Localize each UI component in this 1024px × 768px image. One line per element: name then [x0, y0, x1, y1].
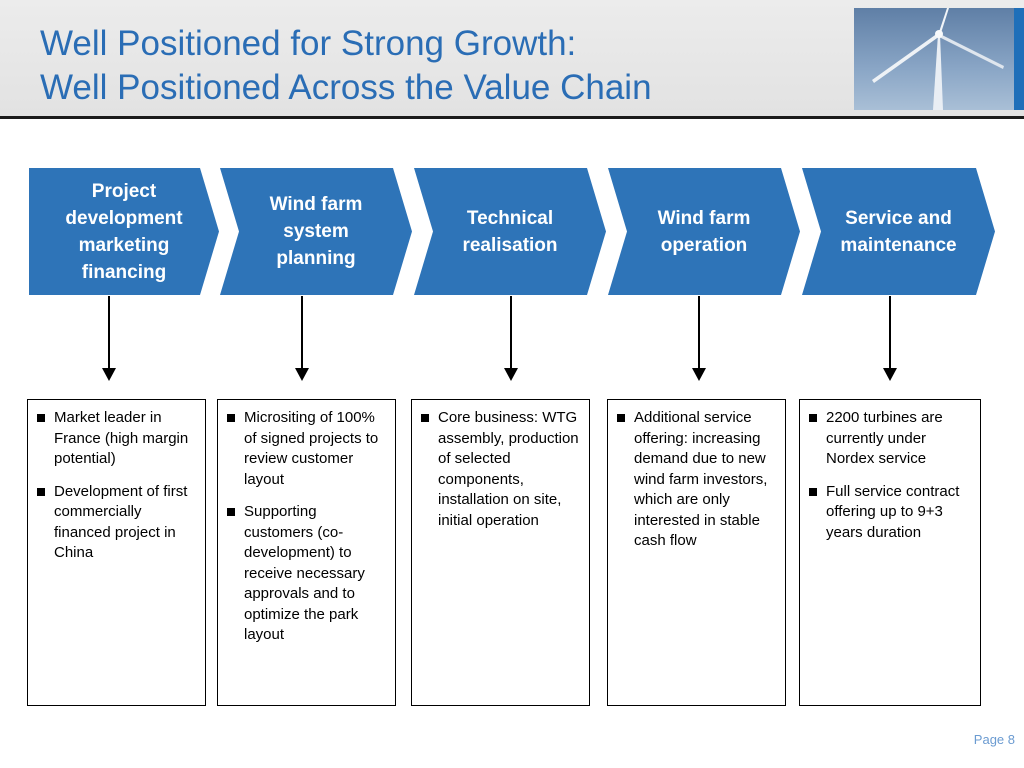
- bullet-text: Additional service offering: increasing …: [634, 409, 768, 549]
- list-item: Development of first commercially financ…: [35, 482, 195, 564]
- step-technical-realisation: Technical realisation: [414, 168, 606, 295]
- list-item: Market leader in France (high margin pot…: [35, 408, 195, 470]
- step-label-line: operation: [660, 234, 748, 256]
- header-accent-bar: [1014, 8, 1024, 110]
- bullet-text: Micrositing of 100% of signed projects t…: [244, 409, 379, 488]
- square-bullet-icon: [617, 414, 625, 422]
- detail-box-wind-farm-operation: Additional service offering: increasing …: [607, 399, 786, 706]
- down-arrow-icon: [692, 296, 706, 384]
- square-bullet-icon: [809, 414, 817, 422]
- step-label: Technical realisation: [462, 205, 557, 259]
- list-item: Full service contract offering up to 9+3…: [807, 482, 970, 544]
- list-item: Core business: WTG assembly, production …: [419, 408, 579, 531]
- step-label-line: Technical: [466, 207, 554, 229]
- bullet-list: Core business: WTG assembly, production …: [419, 408, 579, 531]
- bullet-list: Market leader in France (high margin pot…: [35, 408, 195, 564]
- slide-header: Well Positioned for Strong Growth: Well …: [0, 0, 1024, 116]
- square-bullet-icon: [421, 414, 429, 422]
- bullet-list: 2200 turbines are currently under Nordex…: [807, 408, 970, 543]
- list-item: 2200 turbines are currently under Nordex…: [807, 408, 970, 470]
- step-project-development: Project development marketing financing: [29, 168, 219, 295]
- step-label: Wind farm operation: [658, 205, 751, 259]
- slide-title: Well Positioned for Strong Growth: Well …: [40, 22, 652, 110]
- square-bullet-icon: [37, 487, 45, 496]
- bullet-text: 2200 turbines are currently under Nordex…: [826, 409, 943, 467]
- title-line-1: Well Positioned for Strong Growth:: [40, 24, 577, 63]
- step-label-line: realisation: [462, 234, 558, 256]
- list-item: Supporting customers (co-development) to…: [225, 502, 385, 646]
- down-arrow-icon: [295, 296, 309, 384]
- step-service-maintenance: Service and maintenance: [802, 168, 995, 295]
- title-line-2: Well Positioned Across the Value Chain: [40, 68, 652, 107]
- step-label: Wind farm system planning: [270, 191, 363, 272]
- step-label: Project development marketing financing: [65, 178, 182, 286]
- square-bullet-icon: [227, 414, 235, 422]
- square-bullet-icon: [227, 508, 235, 516]
- step-wind-farm-operation: Wind farm operation: [608, 168, 800, 295]
- detail-box-service-maintenance: 2200 turbines are currently under Nordex…: [799, 399, 981, 706]
- step-label: Service and maintenance: [840, 205, 956, 259]
- down-arrow-icon: [102, 296, 116, 384]
- bullet-list: Additional service offering: increasing …: [615, 408, 775, 552]
- bullet-list: Micrositing of 100% of signed projects t…: [225, 408, 385, 646]
- wind-turbine-photo: [854, 8, 1014, 110]
- step-label-line: system: [283, 221, 349, 242]
- step-label-line: Service and: [845, 207, 952, 229]
- square-bullet-icon: [809, 487, 817, 496]
- step-label-line: development: [65, 207, 183, 229]
- square-bullet-icon: [37, 414, 45, 422]
- header-divider: [0, 116, 1024, 119]
- step-label-line: Project: [91, 180, 157, 202]
- detail-box-wind-farm-planning: Micrositing of 100% of signed projects t…: [217, 399, 396, 706]
- step-label-line: Wind farm: [269, 194, 363, 215]
- step-wind-farm-planning: Wind farm system planning: [220, 168, 412, 295]
- down-arrow-icon: [504, 296, 518, 384]
- step-label-line: financing: [81, 261, 167, 283]
- step-label-line: maintenance: [840, 234, 957, 256]
- bullet-text: Full service contract offering up to 9+3…: [826, 482, 960, 541]
- bullet-text: Market leader in France (high margin pot…: [54, 409, 189, 467]
- step-label-line: marketing: [78, 234, 170, 256]
- bullet-text: Development of first commercially financ…: [54, 482, 188, 562]
- step-label-line: Wind farm: [657, 207, 751, 229]
- bullet-text: Supporting customers (co-development) to…: [244, 503, 365, 643]
- detail-box-technical-realisation: Core business: WTG assembly, production …: [411, 399, 590, 706]
- list-item: Additional service offering: increasing …: [615, 408, 775, 552]
- list-item: Micrositing of 100% of signed projects t…: [225, 408, 385, 490]
- page-number: Page 8: [973, 732, 1015, 747]
- down-arrow-icon: [883, 296, 897, 384]
- detail-box-project-development: Market leader in France (high margin pot…: [27, 399, 206, 706]
- bullet-text: Core business: WTG assembly, production …: [438, 409, 579, 529]
- step-label-line: planning: [276, 248, 356, 269]
